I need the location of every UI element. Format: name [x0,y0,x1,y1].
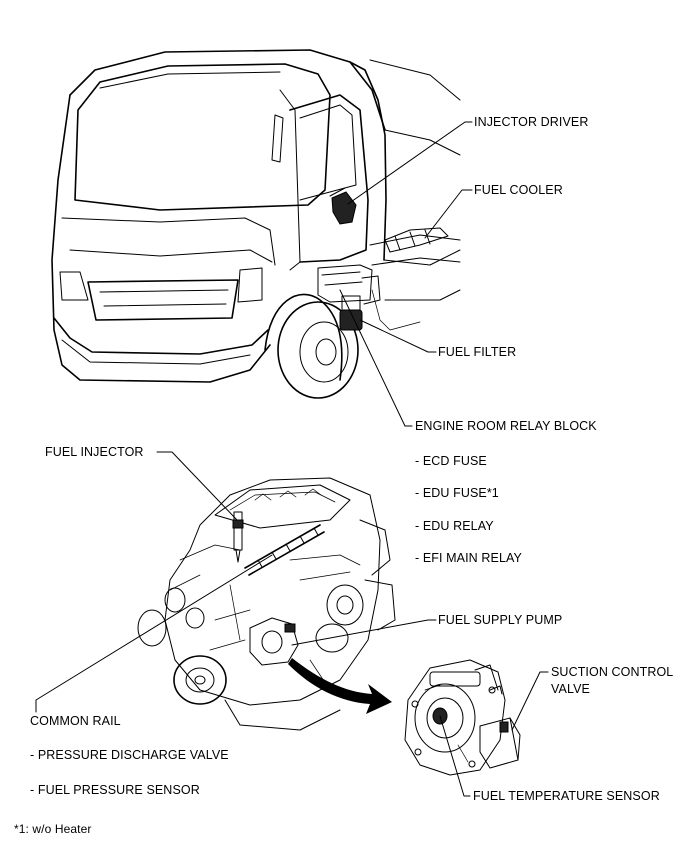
arrow-icon [288,658,392,714]
fuel-temperature-sensor-label: FUEL TEMPERATURE SENSOR [473,789,660,803]
truck-illustration [51,49,461,399]
relay-block-item: - ECD FUSE [415,454,487,468]
relay-block-item: - EDU FUSE*1 [415,486,499,500]
common-rail-label: COMMON RAIL [30,714,121,728]
engine-room-relay-block-label: ENGINE ROOM RELAY BLOCK [415,419,597,433]
fuel-injector-label: FUEL INJECTOR [45,445,144,459]
suction-control-valve-label: SUCTION CONTROL [551,665,674,679]
fuel-filter-label: FUEL FILTER [438,345,517,359]
fuel-supply-pump-label: FUEL SUPPLY PUMP [438,613,563,627]
engine-illustration [137,477,396,731]
leader-lines [35,121,549,797]
footnote: *1: w/o Heater [14,822,92,836]
suction-control-valve-label-line2: VALVE [551,682,590,696]
common-rail-item: - PRESSURE DISCHARGE VALVE [30,748,229,762]
injector-driver-label: INJECTOR DRIVER [474,115,589,129]
fuel-pump-detail-illustration [404,659,521,776]
relay-block-item: - EFI MAIN RELAY [415,551,522,565]
relay-block-item: - EDU RELAY [415,519,494,533]
common-rail-item: - FUEL PRESSURE SENSOR [30,783,200,797]
fuel-cooler-label: FUEL COOLER [474,183,563,197]
